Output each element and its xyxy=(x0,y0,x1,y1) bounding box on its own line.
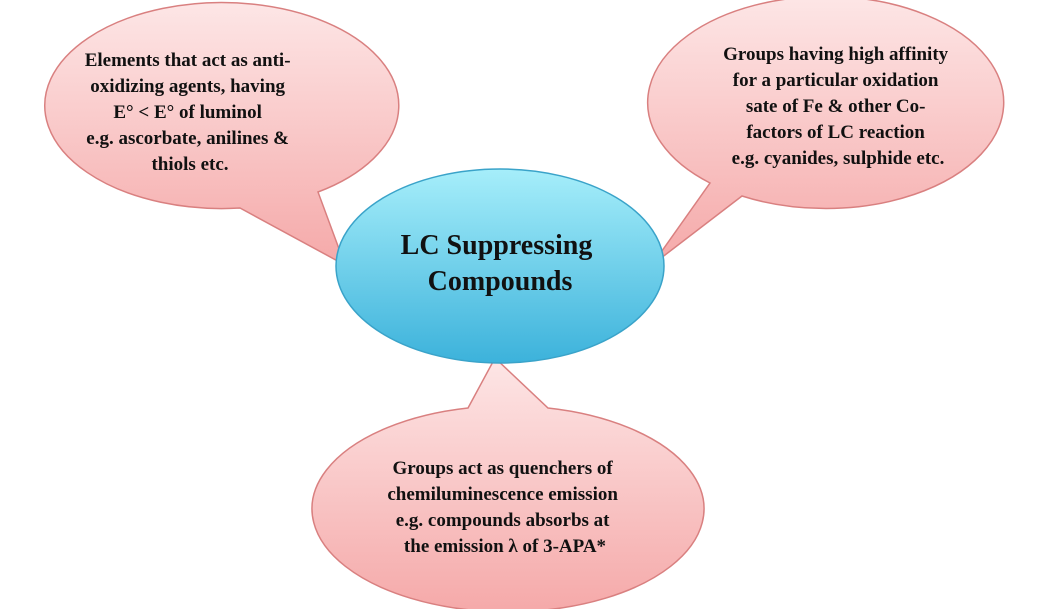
callout-bottom-text: Groups act as quenchers of chemiluminesc… xyxy=(387,458,622,557)
callout-left-shape xyxy=(44,1,400,267)
center-title: LC Suppressing Compounds xyxy=(401,230,600,297)
callout-right-shape xyxy=(646,0,1005,266)
callout-right-text: Groups having high affinity for a partic… xyxy=(723,44,953,169)
callout-bottom-shape xyxy=(311,356,705,609)
callout-right: Groups having high affinity for a partic… xyxy=(646,0,1005,266)
center-ellipse xyxy=(335,168,665,364)
callout-bottom: Groups act as quenchers of chemiluminesc… xyxy=(311,356,705,609)
callout-left: Elements that act as anti- oxidizing age… xyxy=(44,1,400,267)
callout-left-text: Elements that act as anti- oxidizing age… xyxy=(85,50,296,175)
center-node: LC Suppressing Compounds xyxy=(335,168,665,364)
